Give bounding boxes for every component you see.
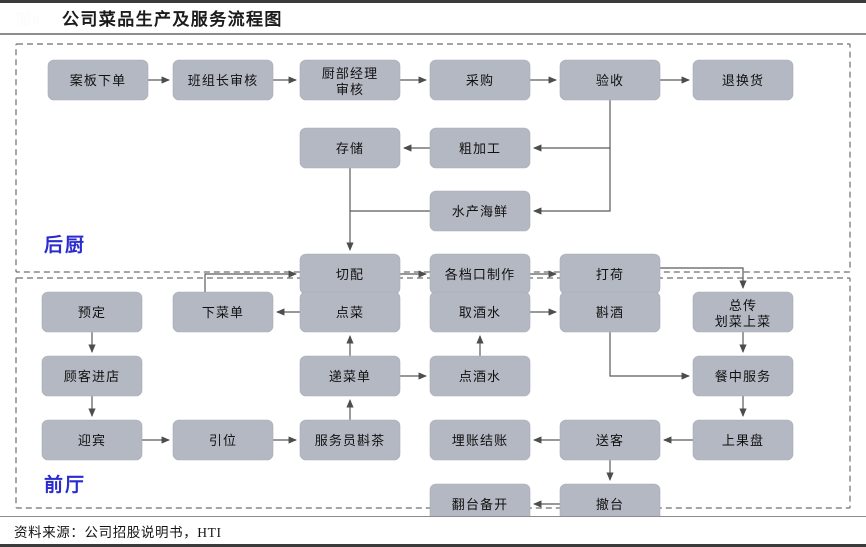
node-label: 服务员斟茶 [315, 433, 386, 448]
node-yinwei[interactable]: 引位 [172, 419, 274, 461]
node-guke-jindian[interactable]: 顾客进店 [41, 355, 143, 397]
node-label: 各档口制作 [445, 267, 516, 282]
node-shuichan-haixian[interactable]: 水产海鲜 [429, 190, 531, 232]
node-label: 取酒水 [459, 305, 501, 320]
node-yanshou[interactable]: 验收 [559, 59, 661, 101]
node-label: 案板下单 [70, 73, 126, 88]
zone-label-back-kitchen: 后厨 [44, 234, 86, 256]
node-label-line2: 划菜上菜 [715, 314, 771, 329]
node-songke[interactable]: 送客 [559, 419, 661, 461]
edge-layer [88, 76, 747, 508]
node-label: 送客 [596, 433, 624, 448]
node-label: 采购 [466, 73, 494, 88]
node-maizhang-jiezhang[interactable]: 埋账结账 [429, 419, 531, 461]
figure-number: 图8 [16, 13, 41, 29]
node-layer: 案板下单 班组长审核 厨部经理 审核 采购 验收 退换货 [41, 59, 794, 516]
node-label: 切配 [336, 267, 364, 282]
top-divider [0, 0, 866, 3]
node-banzuzhang-shenhe[interactable]: 班组长审核 [172, 59, 274, 101]
bottom-divider [0, 544, 866, 547]
page-title: 公司菜品生产及服务流程图 [62, 10, 283, 29]
zone-back-kitchen-frame [15, 43, 851, 273]
node-cujiagong[interactable]: 粗加工 [429, 127, 531, 169]
edge-dahe-to-zongchuan [660, 267, 747, 289]
node-cunchu[interactable]: 存储 [299, 127, 401, 169]
edge-zhenjiu-to-canzhongfuwu [609, 332, 690, 380]
node-label: 斟酒 [596, 305, 624, 320]
node-label: 上果盘 [722, 433, 764, 448]
flowchart-canvas: 后厨 前厅 [15, 43, 851, 516]
node-label: 下菜单 [202, 305, 244, 320]
node-label: 迎宾 [78, 433, 106, 448]
node-diancai[interactable]: 点菜 [299, 291, 401, 333]
node-anban-xiadan[interactable]: 案板下单 [47, 59, 149, 101]
node-dianjiushui[interactable]: 点酒水 [429, 355, 531, 397]
node-label: 验收 [596, 73, 624, 88]
node-canzhong-fuwu[interactable]: 餐中服务 [692, 355, 794, 397]
zone-label-front-hall: 前厅 [44, 473, 86, 496]
node-label: 预定 [78, 305, 106, 320]
node-qiepei[interactable]: 切配 [299, 253, 401, 295]
node-fuwuyuan-zhencha[interactable]: 服务员斟茶 [299, 419, 401, 461]
node-tuihuanhuo[interactable]: 退换货 [692, 59, 794, 101]
footer-divider [0, 516, 866, 517]
node-dicaidan[interactable]: 递菜单 [299, 355, 401, 397]
node-zhenjiu[interactable]: 斟酒 [559, 291, 661, 333]
node-zongchuan-huacai-shangcai[interactable]: 总传 划菜上菜 [692, 291, 794, 333]
node-label: 点酒水 [459, 369, 501, 384]
node-yuding[interactable]: 预定 [41, 291, 143, 333]
node-label: 餐中服务 [715, 369, 771, 384]
node-label: 存储 [336, 141, 364, 156]
node-label: 递菜单 [329, 369, 371, 384]
node-label: 顾客进店 [64, 369, 120, 384]
node-chubu-jingli-shenhe[interactable]: 厨部经理 审核 [299, 59, 401, 101]
node-label: 班组长审核 [188, 73, 259, 88]
node-shangguopan[interactable]: 上果盘 [692, 419, 794, 461]
edge-yanshou-to-cujiagong [533, 100, 611, 152]
node-qujiushui[interactable]: 取酒水 [429, 291, 531, 333]
node-label: 引位 [209, 433, 237, 448]
source-note: 资料来源：公司招股说明书，HTI [14, 525, 222, 540]
header-divider [0, 33, 866, 35]
node-caigou[interactable]: 采购 [429, 59, 531, 101]
node-label: 埋账结账 [452, 433, 508, 448]
node-label: 水产海鲜 [452, 204, 508, 219]
node-label: 撤台 [596, 497, 624, 512]
edge-yanshou-to-shuichan [533, 148, 611, 215]
node-gedangkou-zhizuo[interactable]: 各档口制作 [429, 253, 531, 295]
node-yingbin[interactable]: 迎宾 [41, 419, 143, 461]
node-label: 点菜 [336, 305, 364, 320]
node-label-line2: 审核 [336, 82, 364, 97]
node-label-line1: 总传 [729, 298, 757, 313]
node-label: 翻台备开 [452, 497, 508, 512]
node-xiacaidan[interactable]: 下菜单 [172, 291, 274, 333]
node-label-line1: 厨部经理 [322, 66, 378, 81]
node-fantai-beikai[interactable]: 翻台备开 [429, 483, 531, 516]
node-label: 退换货 [722, 73, 764, 88]
node-dahe[interactable]: 打荷 [559, 253, 661, 295]
node-label: 打荷 [596, 267, 624, 282]
node-label: 粗加工 [459, 141, 501, 156]
node-chetai[interactable]: 撤台 [559, 483, 661, 516]
